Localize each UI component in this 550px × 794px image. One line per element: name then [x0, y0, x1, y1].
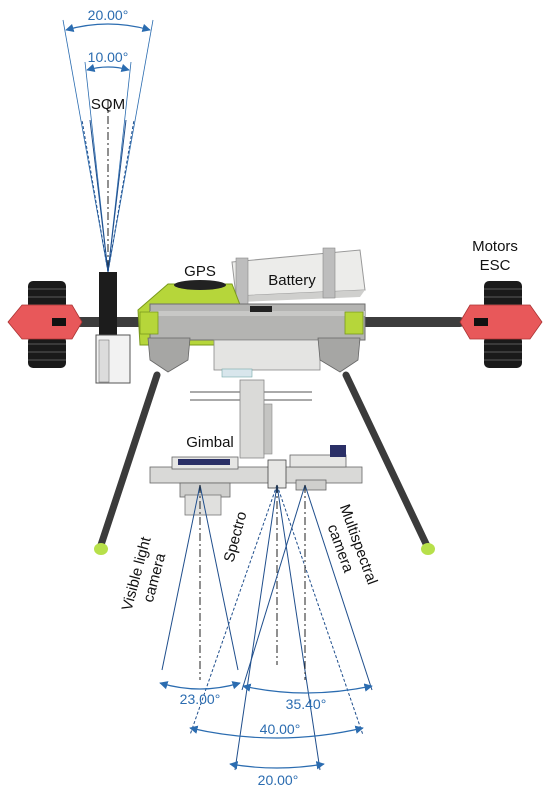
spectro-outer-angle: 40.00°: [260, 721, 301, 737]
right-motor: [459, 281, 543, 368]
motors-label: Motors: [472, 238, 518, 255]
esc-label: ESC: [480, 257, 511, 274]
spectro-inner-angle: 20.00°: [258, 772, 299, 788]
spectro-label: Spectro: [221, 510, 251, 564]
right-foot: [421, 543, 435, 555]
sensor-tray: [149, 445, 363, 516]
spectro-fov: [189, 484, 364, 771]
central-frame: [139, 303, 366, 373]
left-foot: [94, 543, 108, 555]
landing-legs: [94, 371, 435, 555]
spectro-outer-dimension-arc: [189, 725, 364, 739]
sqm-outer-dimension-arc: [65, 23, 151, 32]
spectro-inner-dimension-arc: [229, 761, 325, 770]
visible-angle: 23.00°: [180, 691, 221, 707]
left-motor: [7, 281, 83, 368]
visible-camera-fov: [161, 484, 239, 680]
gimbal-label: Gimbal: [186, 434, 234, 451]
sqm-fov: [62, 19, 154, 275]
multispectral-dimension-arc: [242, 683, 373, 694]
visible-dimension-arc: [159, 681, 241, 690]
battery-label: Battery: [268, 272, 316, 289]
sqm-sensor: [95, 272, 131, 384]
multispectral-fov: [241, 484, 373, 691]
battery: [231, 247, 366, 305]
sqm-outer-angle: 20.00°: [88, 7, 129, 23]
sqm-label: SQM: [91, 96, 125, 113]
gimbal: [190, 368, 312, 459]
gps-label: GPS: [184, 263, 216, 280]
lower-dimension-arcs: [159, 681, 373, 770]
multispectral-angle: 35.40°: [286, 696, 327, 712]
sqm-inner-dimension-arc: [86, 63, 130, 72]
sqm-inner-angle: 10.00°: [88, 49, 129, 65]
